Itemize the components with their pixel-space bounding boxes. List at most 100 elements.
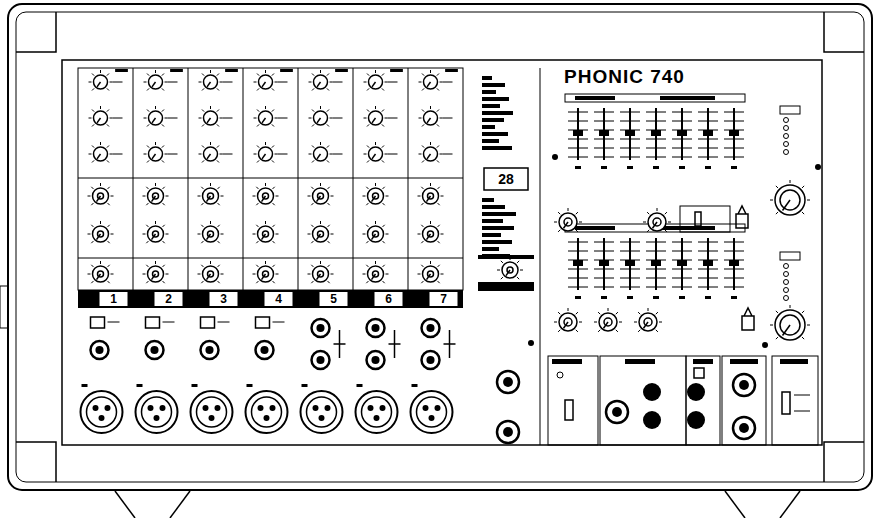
column-mark: [116, 69, 128, 72]
knob-tick: [220, 118, 223, 119]
knob-tick: [386, 196, 389, 197]
knob-tick: [256, 203, 258, 205]
knob-tick: [386, 274, 389, 275]
knob-tick: [217, 88, 219, 90]
knob-pointer: [262, 154, 266, 159]
knob-pointer: [372, 196, 376, 202]
jack-socket: [497, 371, 519, 393]
illegible-text-bar: [482, 125, 495, 129]
switch-label-line: [794, 395, 810, 396]
knob-tick: [382, 110, 384, 112]
knob-tick: [576, 212, 578, 214]
fader-scale: [646, 157, 666, 158]
jack-socket: [422, 351, 440, 369]
knob-tick: [92, 88, 94, 90]
channel-number: 6: [385, 293, 392, 305]
fader-freq-label: [575, 296, 581, 299]
knob-tick: [312, 124, 314, 126]
knob-cap: [780, 190, 800, 210]
knob-pointer: [152, 118, 156, 123]
knob-tick: [257, 160, 259, 162]
knob-tick: [441, 196, 444, 197]
fader-freq-label: [679, 166, 685, 169]
knob-tick: [647, 230, 649, 232]
knob-tick: [497, 270, 500, 271]
knob-tick: [265, 261, 266, 264]
channel-divider: [408, 68, 409, 290]
knob: [424, 111, 438, 125]
knob-tick: [520, 270, 523, 271]
xlr-pin: [148, 405, 154, 411]
knob-tick: [309, 154, 312, 155]
jack-socket: [312, 319, 330, 337]
fader-scale: [724, 269, 744, 270]
knob-tick: [331, 274, 334, 275]
knob-pointer: [207, 154, 211, 159]
knob-tick: [210, 183, 211, 186]
knob-tick: [110, 118, 113, 119]
xlr-pin: [105, 405, 111, 411]
knob-label-line: [223, 118, 233, 119]
knob-tick: [275, 82, 278, 83]
knob-tick: [256, 241, 258, 243]
xlr-inner: [417, 397, 447, 427]
column-mark: [446, 69, 458, 72]
knob: [313, 266, 329, 282]
fader-scale: [620, 157, 640, 158]
meter-led: [784, 296, 789, 301]
knob-pointer: [317, 118, 321, 123]
knob-tick: [579, 222, 582, 223]
column-mark: [226, 69, 238, 72]
fader-scale: [698, 157, 718, 158]
fader-scale: [724, 121, 744, 122]
column-mark: [336, 69, 348, 72]
number-plate: [155, 292, 183, 306]
knob-tick: [218, 281, 220, 283]
column-mark: [281, 69, 293, 72]
fader-scale: [568, 157, 588, 158]
knob-tick: [422, 124, 424, 126]
knob-tick: [383, 225, 385, 227]
knob-tick: [568, 308, 569, 311]
knob-tick: [257, 74, 259, 76]
section-divider: [78, 258, 463, 259]
knob-tick: [108, 281, 110, 283]
knob-pointer: [97, 196, 101, 202]
lock-icon: [742, 308, 754, 330]
column-mark: [446, 69, 458, 72]
fader-scale: [594, 278, 614, 279]
knob-tick: [330, 118, 333, 119]
knob-label-line: [168, 118, 178, 119]
fader-freq-label: [731, 166, 737, 169]
switch-label-line: [794, 411, 810, 412]
knob-tick: [382, 160, 384, 162]
knob-pointer: [783, 325, 791, 336]
knob-tick: [327, 74, 329, 76]
knob-pointer: [97, 82, 101, 87]
knob: [368, 266, 384, 282]
fader-scale: [568, 139, 588, 140]
column-mark: [171, 69, 183, 72]
fader-knob: [599, 130, 609, 136]
fader-scale: [620, 139, 640, 140]
knob-tick: [91, 203, 93, 205]
knob-tick: [221, 274, 224, 275]
stand-leg: [725, 491, 745, 518]
illegible-text-bar: [482, 240, 512, 244]
knob-tick: [165, 154, 168, 155]
illegible-text-bar: [482, 212, 516, 216]
knob-tick: [257, 88, 259, 90]
fader-scale: [724, 287, 744, 288]
knob-tick: [198, 196, 201, 197]
knob-tick: [92, 110, 94, 112]
knob-tick: [418, 234, 421, 235]
knob-tick: [616, 330, 618, 332]
knob: [258, 266, 274, 282]
knob-tick: [272, 146, 274, 148]
knob: [368, 188, 384, 204]
knob-tick: [638, 312, 640, 314]
illegible-text-bar: [482, 205, 505, 209]
number-plate: [320, 292, 348, 306]
knob-tick: [383, 241, 385, 243]
knob-tick: [147, 110, 149, 112]
